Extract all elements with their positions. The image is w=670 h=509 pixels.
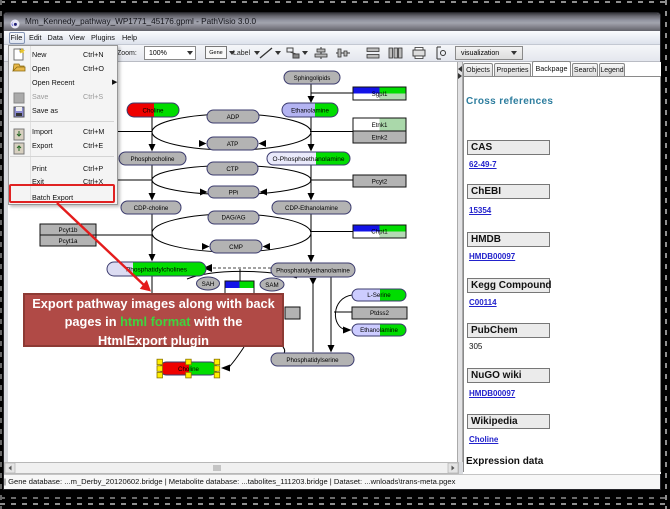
- svg-text:ATP: ATP: [227, 141, 239, 148]
- svg-text:DAG/AG: DAG/AG: [221, 215, 245, 222]
- svg-text:Pcyt1a: Pcyt1a: [59, 238, 78, 245]
- svg-text:Chpt1: Chpt1: [371, 229, 388, 236]
- svg-text:CDP-Ethanolamine: CDP-Ethanolamine: [285, 205, 339, 212]
- svg-text:ADP: ADP: [227, 114, 240, 121]
- svg-text:SAM: SAM: [265, 282, 278, 289]
- svg-text:SAH: SAH: [202, 281, 215, 288]
- svg-text:PPi: PPi: [229, 190, 239, 197]
- svg-text:Phosphocholine: Phosphocholine: [130, 156, 175, 163]
- svg-text:Ethanolamine: Ethanolamine: [360, 327, 398, 334]
- svg-text:Ptdss2: Ptdss2: [370, 310, 389, 317]
- svg-text:Choline: Choline: [178, 366, 200, 373]
- svg-text:O-Phosphoethanolamine: O-Phosphoethanolamine: [273, 156, 345, 163]
- svg-text:Phosphatidylserine: Phosphatidylserine: [286, 357, 339, 364]
- svg-text:CDP-choline: CDP-choline: [134, 205, 169, 212]
- svg-text:Pcyt1b: Pcyt1b: [59, 227, 78, 234]
- svg-text:CMP: CMP: [229, 244, 243, 251]
- svg-text:Sgpl1: Sgpl1: [372, 91, 388, 98]
- svg-text:Phosphatidylethanolamine: Phosphatidylethanolamine: [276, 268, 350, 275]
- svg-text:Ethanolamine: Ethanolamine: [291, 108, 329, 115]
- svg-text:Etnk2: Etnk2: [372, 135, 388, 142]
- svg-text:Pcyt2: Pcyt2: [372, 179, 388, 186]
- svg-text:Phosphatidylcholines: Phosphatidylcholines: [126, 267, 188, 274]
- svg-text:Choline: Choline: [143, 108, 165, 115]
- svg-text:Etnk1: Etnk1: [372, 122, 388, 129]
- svg-text:CTP: CTP: [226, 166, 238, 173]
- svg-text:L-Serine: L-Serine: [367, 292, 391, 299]
- svg-text:Sphingolipids: Sphingolipids: [294, 75, 331, 82]
